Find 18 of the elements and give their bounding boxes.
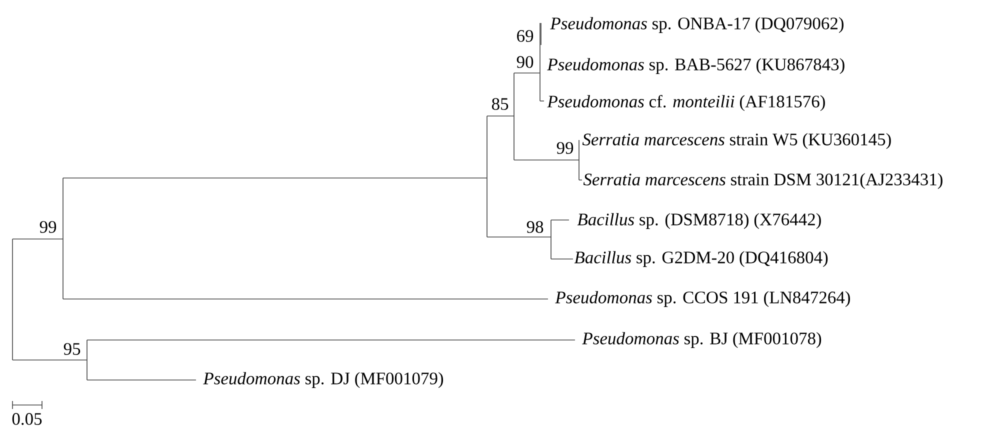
taxon-label: Pseudomonas cf. monteilii (AF181576) xyxy=(547,94,825,112)
bootstrap-value: 90 xyxy=(516,56,534,68)
taxon-label: Bacillus sp. G2DM-20 (DQ416804) xyxy=(574,251,828,267)
taxon-label: Pseudomonas sp. CCOS 191 (LN847264) xyxy=(555,291,850,307)
taxon-label: Pseudomonas sp. BAB-5627 (KU867843) xyxy=(547,58,844,74)
taxon-label: Serratia marcescens strain DSM 30121(AJ233431) xyxy=(583,173,942,189)
bootstrap-value: 85 xyxy=(492,98,508,110)
taxon-label: Serratia marcescens strain W5 (KU360145) xyxy=(582,133,891,149)
taxon-label: Pseudomonas sp. BJ (MF001078) xyxy=(582,332,822,348)
bootstrap-value: 98 xyxy=(526,221,544,233)
taxon-label: Bacillus sp. (DSM8718) (X76442) xyxy=(577,213,821,229)
taxon-label: Pseudomonas sp. ONBA-17 (DQ079062) xyxy=(550,17,844,33)
bootstrap-value: 99 xyxy=(40,221,56,233)
bootstrap-value: 69 xyxy=(517,30,534,42)
scale-value: 0.05 xyxy=(12,413,42,425)
taxon-label: Pseudomonas sp. DJ (MF001079) xyxy=(203,372,444,388)
bootstrap-value: 95 xyxy=(64,343,80,355)
bootstrap-value: 99 xyxy=(556,142,574,154)
